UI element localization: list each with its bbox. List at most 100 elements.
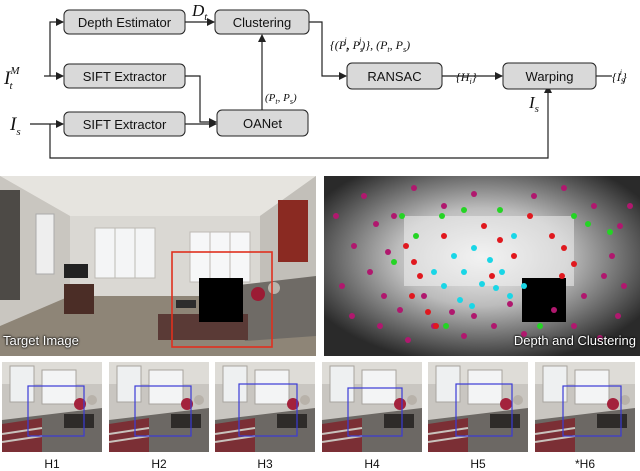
cluster-point: [443, 323, 449, 329]
homography-label: H1: [44, 457, 60, 471]
cluster-point: [527, 213, 533, 219]
cluster-point: [571, 213, 577, 219]
cluster-point: [461, 333, 467, 339]
cluster-point: [471, 245, 477, 251]
cluster-point: [507, 301, 513, 307]
cluster-point: [441, 283, 447, 289]
label-source-to-warping: Is: [528, 93, 539, 115]
cluster-point: [425, 309, 431, 315]
cluster-point: [559, 273, 565, 279]
clustering-label: Clustering: [233, 15, 292, 30]
homography-region-box: [238, 383, 298, 437]
homography-label: H2: [151, 457, 167, 471]
sift-extractor-top-block: SIFT Extractor: [63, 63, 186, 89]
cluster-point: [367, 269, 373, 275]
cluster-point: [627, 203, 633, 209]
cluster-point: [405, 337, 411, 343]
cluster-point: [409, 293, 415, 299]
cluster-point: [433, 323, 439, 329]
homography-label: *H6: [574, 457, 595, 471]
cluster-point: [431, 269, 437, 275]
cluster-point: [471, 313, 477, 319]
depth-caption: Depth and Clustering: [513, 333, 636, 348]
homography-label: H4: [364, 457, 380, 471]
clustering-block: Clustering: [214, 9, 310, 35]
pipeline-diagram: Depth Estimator Clustering SIFT Extracto…: [3, 1, 627, 159]
cluster-point: [511, 233, 517, 239]
cluster-point: [479, 281, 485, 287]
oanet-label: OANet: [243, 116, 282, 131]
label-homographies: {Hi}: [456, 70, 477, 86]
cluster-point: [339, 283, 345, 289]
homography-region-box: [455, 383, 513, 437]
cluster-points: [333, 185, 633, 343]
cluster-point: [621, 283, 627, 289]
warping-label: Warping: [526, 69, 574, 84]
cluster-point: [521, 283, 527, 289]
cluster-point: [549, 233, 555, 239]
cluster-point: [591, 203, 597, 209]
homography-region-box: [347, 387, 403, 437]
homography-thumbnail: [215, 362, 315, 452]
arrow-input-to-depth: [44, 18, 64, 77]
cluster-point: [461, 207, 467, 213]
oanet-block: OANet: [216, 109, 309, 137]
cluster-point: [581, 293, 587, 299]
homography-region-box: [27, 385, 85, 437]
cluster-point: [597, 335, 603, 341]
depth-occlusion-mask: [522, 278, 566, 322]
cluster-point: [403, 243, 409, 249]
cluster-point: [511, 253, 517, 259]
cluster-point: [601, 273, 607, 279]
cluster-point: [461, 269, 467, 275]
sift-extractor-top-label: SIFT Extractor: [83, 69, 167, 84]
cluster-point: [571, 261, 577, 267]
homography-thumbnail: [2, 362, 102, 452]
arrow-source-to-warping: [49, 85, 552, 159]
cluster-point: [471, 191, 477, 197]
cluster-point: [481, 223, 487, 229]
cluster-point: [469, 303, 475, 309]
cluster-point: [561, 185, 567, 191]
cluster-point: [397, 307, 403, 313]
cluster-point: [499, 269, 505, 275]
homography-thumbnail: [535, 362, 635, 452]
arrow-clustering-to-ransac: [309, 21, 347, 80]
arrow-sift-top-to-oanet: [185, 75, 217, 126]
sift-extractor-bottom-label: SIFT Extractor: [83, 117, 167, 132]
cluster-point: [607, 229, 613, 235]
cluster-point: [451, 253, 457, 259]
depth-clustering-panel: Depth and Clustering: [324, 176, 640, 356]
cluster-point: [491, 323, 497, 329]
label-warped-images: {ISi}: [612, 68, 627, 86]
ransac-block: RANSAC: [346, 62, 443, 90]
cluster-point: [615, 313, 621, 319]
cluster-point: [441, 233, 447, 239]
cluster-point: [551, 307, 557, 313]
cluster-point: [497, 237, 503, 243]
cluster-point: [411, 259, 417, 265]
cluster-point: [385, 249, 391, 255]
cluster-point: [377, 323, 383, 329]
cluster-point: [507, 293, 513, 299]
cluster-point: [449, 309, 455, 315]
depth-estimator-block: Depth Estimator: [63, 9, 186, 35]
target-region-box: [171, 251, 273, 348]
cluster-point: [531, 193, 537, 199]
cluster-point: [413, 233, 419, 239]
homography-thumbnail: [322, 362, 422, 452]
cluster-point: [493, 285, 499, 291]
label-cluster-matches: {(Ptj, Psj)}, (Pt, Ps): [330, 36, 410, 54]
cluster-point: [585, 221, 591, 227]
cluster-point: [351, 243, 357, 249]
label-depth-map: Dt: [191, 1, 208, 23]
homography-thumbnail: [109, 362, 209, 452]
cluster-point: [399, 213, 405, 219]
depth-estimator-label: Depth Estimator: [78, 15, 172, 30]
homography-label: H5: [470, 457, 486, 471]
cluster-point: [489, 273, 495, 279]
cluster-point: [417, 273, 423, 279]
homography-region-box: [562, 385, 622, 437]
cluster-point: [487, 257, 493, 263]
